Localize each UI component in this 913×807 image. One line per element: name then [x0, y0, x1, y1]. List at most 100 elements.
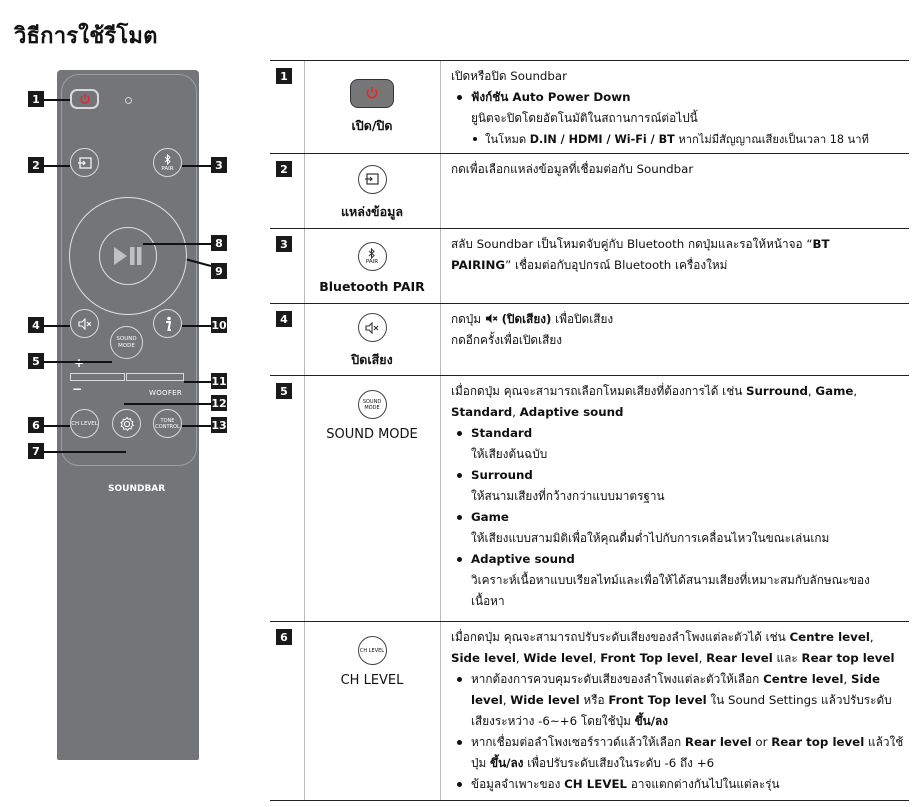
ch-level-button-icon: CH LEVEL — [357, 636, 387, 665]
callout-2: 2 — [28, 157, 44, 173]
callout-3: 3 — [211, 157, 227, 173]
source-button — [70, 148, 99, 177]
callout-line-3 — [182, 165, 211, 167]
sound-mode-line2: MODE — [118, 342, 135, 349]
callout-line-1 — [44, 99, 70, 101]
bluetooth-pair-button: PAIR — [153, 148, 182, 177]
status-led — [125, 97, 132, 104]
volume-rocker-left — [70, 373, 125, 381]
list-item: หากต้องการควบคุมระดับเสียงของลำโพงแต่ละต… — [451, 669, 909, 690]
button-description-table: 1 เปิด/ปิด เปิดหรือปิด Soundbar ฟังก์ชัน… — [270, 60, 909, 801]
bluetooth-icon — [164, 153, 171, 165]
list-item: Adaptive sound — [451, 549, 909, 570]
table-row: 4 ปิดเสียง กดปุ่ม (ปิดเสียง) เพื่อปิดเสี… — [270, 303, 909, 375]
row-number: 5 — [276, 383, 292, 399]
row-number: 2 — [276, 161, 292, 177]
callout-line-13 — [182, 425, 211, 427]
mute-icon — [365, 321, 379, 334]
row-description: สลับ Soundbar เป็นโหมดจับคู่กับ Bluetoot… — [451, 237, 830, 272]
power-button-icon — [350, 78, 394, 108]
settings-button — [112, 409, 141, 438]
sound-mode-button-icon: SOUND MODE — [357, 390, 387, 419]
table-row: 3 PAIR Bluetooth PAIR สลับ Soundbar เป็น… — [270, 228, 909, 303]
play-pause-button — [99, 227, 157, 285]
callout-5: 5 — [28, 353, 44, 369]
page-title: วิธีการใช้รีโมต — [14, 24, 158, 49]
row-label: แหล่งข้อมูล — [340, 203, 403, 219]
list-item: หากเชื่อมต่อลำโพงเซอร์ราวด์แล้วให้เลือก … — [451, 732, 909, 753]
woofer-rocker-right — [126, 373, 184, 381]
table-row: 6 CH LEVEL CH LEVEL เมื่อกดปุ่ม คุณจะสาม… — [270, 621, 909, 801]
gear-icon — [119, 416, 134, 431]
tone-line1: TONE — [160, 417, 175, 424]
row-label: CH LEVEL — [340, 673, 404, 688]
list-item: Surround — [451, 465, 909, 486]
tone-line2: CONTROL — [155, 423, 180, 430]
tone-control-button: TONE CONTROL — [153, 409, 182, 438]
row-label: เปิด/ปิด — [351, 117, 393, 133]
mute-button-icon — [357, 313, 387, 342]
callout-line-11 — [184, 381, 211, 383]
row-number: 4 — [276, 311, 292, 327]
info-button — [153, 309, 182, 338]
play-pause-ring — [69, 197, 187, 315]
callout-11: 11 — [211, 373, 227, 389]
row-description: กดปุ่ม (ปิดเสียง) เพื่อปิดเสียง กดอีกครั… — [451, 312, 614, 347]
sound-mode-button: SOUND MODE — [110, 326, 143, 359]
pair-label: PAIR — [161, 165, 174, 172]
list-item: Standard — [451, 423, 909, 444]
row-number: 6 — [276, 629, 292, 645]
bluetooth-icon — [368, 248, 375, 259]
remote-button-panel — [61, 74, 197, 466]
source-icon — [77, 156, 92, 169]
table-row: 5 SOUND MODE SOUND MODE เมื่อกดปุ่ม คุณจ… — [270, 375, 909, 621]
row-description: เมื่อกดปุ่ม คุณจะสามารถปรับระดับเสียงของ… — [451, 627, 909, 795]
mute-icon — [77, 317, 91, 330]
source-icon — [365, 173, 379, 185]
list-item: ข้อมูลจำเพาะของ CH LEVEL อาจแตกต่างกันไป… — [451, 774, 909, 795]
row-description: เมื่อกดปุ่ม คุณจะสามารถเลือกโหมดเสียงที่… — [451, 381, 909, 612]
bluetooth-pair-button-icon: PAIR — [357, 242, 387, 271]
table-row: 2 แหล่งข้อมูล กดเพื่อเลือกแหล่งข้อมูลที่… — [270, 153, 909, 228]
callout-12: 12 — [211, 395, 227, 411]
mute-button — [70, 309, 99, 338]
callout-line-10 — [182, 325, 211, 327]
callout-line-6 — [44, 425, 70, 427]
row-description: กดเพื่อเลือกแหล่งข้อมูลที่เชื่อมต่อกับ S… — [451, 162, 694, 176]
power-button — [70, 89, 99, 109]
row-label: ปิดเสียง — [351, 352, 393, 367]
callout-9: 9 — [211, 263, 227, 279]
row-label: SOUND MODE — [326, 427, 418, 442]
power-icon — [79, 94, 90, 104]
callout-6: 6 — [28, 417, 44, 433]
remote-brand-label: SOUNDBAR — [108, 484, 166, 494]
row-description: เปิดหรือปิด Soundbar ฟังก์ชัน Auto Power… — [451, 66, 909, 150]
minus-label: − — [72, 382, 83, 396]
callout-13: 13 — [211, 417, 227, 433]
row-number: 1 — [276, 68, 292, 84]
list-item: Game — [451, 507, 909, 528]
callout-1: 1 — [28, 91, 44, 107]
callout-line-5 — [44, 361, 112, 363]
remote-control-illustration: PAIR SOUND MODE + − WOOFER CH LEVEL TONE… — [57, 70, 199, 760]
callout-line-8 — [143, 243, 211, 245]
row-number: 3 — [276, 236, 292, 252]
callout-line-12 — [124, 403, 211, 405]
power-icon — [366, 87, 378, 99]
sound-mode-line1: SOUND — [116, 336, 137, 342]
callout-line-7 — [44, 451, 126, 453]
callout-line-2 — [44, 165, 70, 167]
callout-line-4 — [44, 325, 70, 327]
ch-level-button: CH LEVEL — [70, 409, 99, 438]
row-label: Bluetooth PAIR — [319, 279, 425, 294]
play-pause-icon — [114, 247, 142, 265]
table-row: 1 เปิด/ปิด เปิดหรือปิด Soundbar ฟังก์ชัน… — [270, 60, 909, 153]
callout-4: 4 — [28, 317, 44, 333]
woofer-label: WOOFER — [149, 389, 183, 397]
mute-inline-icon — [485, 313, 498, 324]
source-button-icon — [357, 164, 387, 194]
callout-8: 8 — [211, 235, 227, 251]
callout-10: 10 — [211, 317, 227, 333]
info-icon — [165, 316, 171, 331]
callout-7: 7 — [28, 443, 44, 459]
